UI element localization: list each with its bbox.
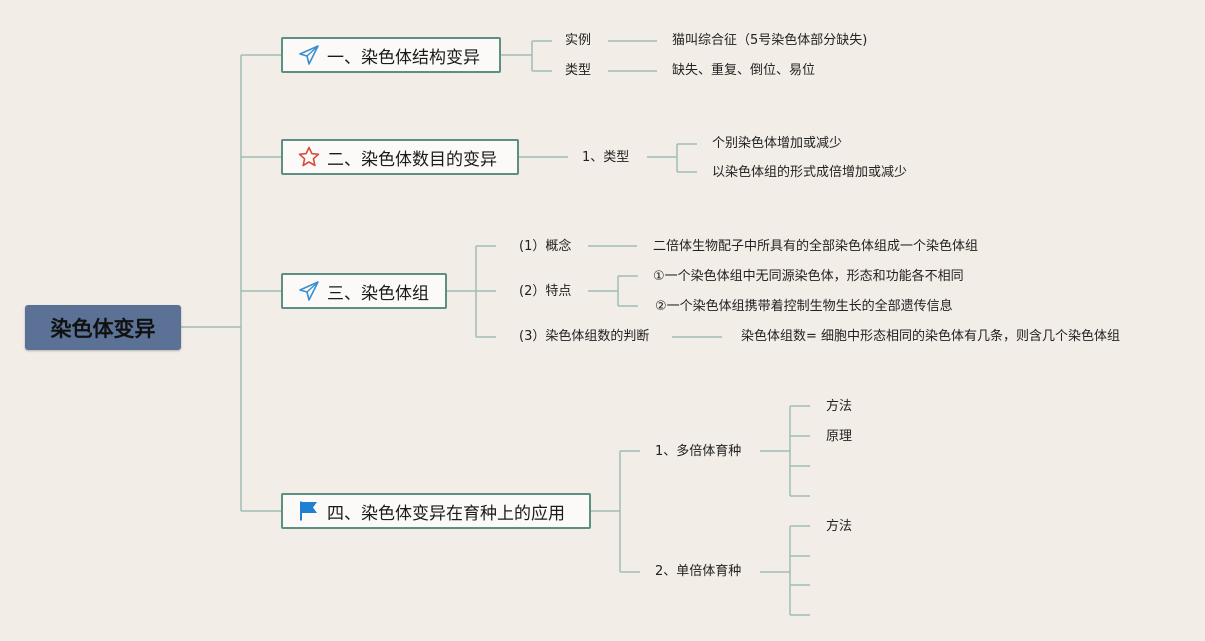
feature-label: (2）特点 (519, 284, 572, 299)
feature-2: ②一个染色体组携带着控制生物生长的全部遗传信息 (655, 299, 953, 314)
root-topic-label: 染色体变异 (50, 316, 156, 341)
example-label: 实例 (565, 33, 592, 48)
branch-structure-variation-label: 一、染色体结构变异 (327, 47, 480, 68)
branch-number-variation[interactable]: 二、染色体数目的变异 (281, 139, 519, 175)
star-icon (297, 145, 321, 169)
branch-structure-variation[interactable]: 一、染色体结构变异 (281, 37, 501, 73)
concept-value: 二倍体生物配子中所具有的全部染色体组成一个染色体组 (653, 239, 979, 254)
haploid-breeding-label: 2、单倍体育种 (655, 564, 742, 579)
concept-label: (1）概念 (519, 239, 572, 254)
branch-chromosome-set[interactable]: 三、染色体组 (281, 273, 447, 309)
paper-plane-icon (297, 43, 321, 67)
flag-icon (297, 499, 321, 523)
paper-plane-icon (297, 279, 321, 303)
branch-number-variation-label: 二、染色体数目的变异 (327, 149, 497, 170)
branch-breeding-application[interactable]: 四、染色体变异在育种上的应用 (281, 493, 591, 529)
polyploid-method: 方法 (826, 399, 853, 414)
structure-type-label: 类型 (565, 63, 592, 78)
structure-type-value: 缺失、重复、倒位、易位 (672, 63, 816, 78)
polyploid-principle: 原理 (826, 429, 853, 444)
root-topic[interactable]: 染色体变异 (25, 305, 181, 350)
judge-label: (3）染色体组数的判断 (519, 329, 650, 344)
branch-chromosome-set-label: 三、染色体组 (327, 283, 429, 304)
number-type-2: 以染色体组的形式成倍增加或减少 (712, 165, 908, 180)
number-type-label: 1、类型 (582, 150, 630, 165)
example-value: 猫叫综合征（5号染色体部分缺失) (672, 33, 868, 48)
haploid-method: 方法 (826, 519, 853, 534)
feature-1: ①一个染色体组中无同源染色体，形态和功能各不相同 (653, 269, 964, 284)
judge-value: 染色体组数= 细胞中形态相同的染色体有几条，则含几个染色体组 (741, 329, 1121, 344)
polyploid-breeding-label: 1、多倍体育种 (655, 444, 742, 459)
branch-breeding-application-label: 四、染色体变异在育种上的应用 (327, 503, 565, 524)
number-type-1: 个别染色体增加或减少 (712, 136, 843, 151)
